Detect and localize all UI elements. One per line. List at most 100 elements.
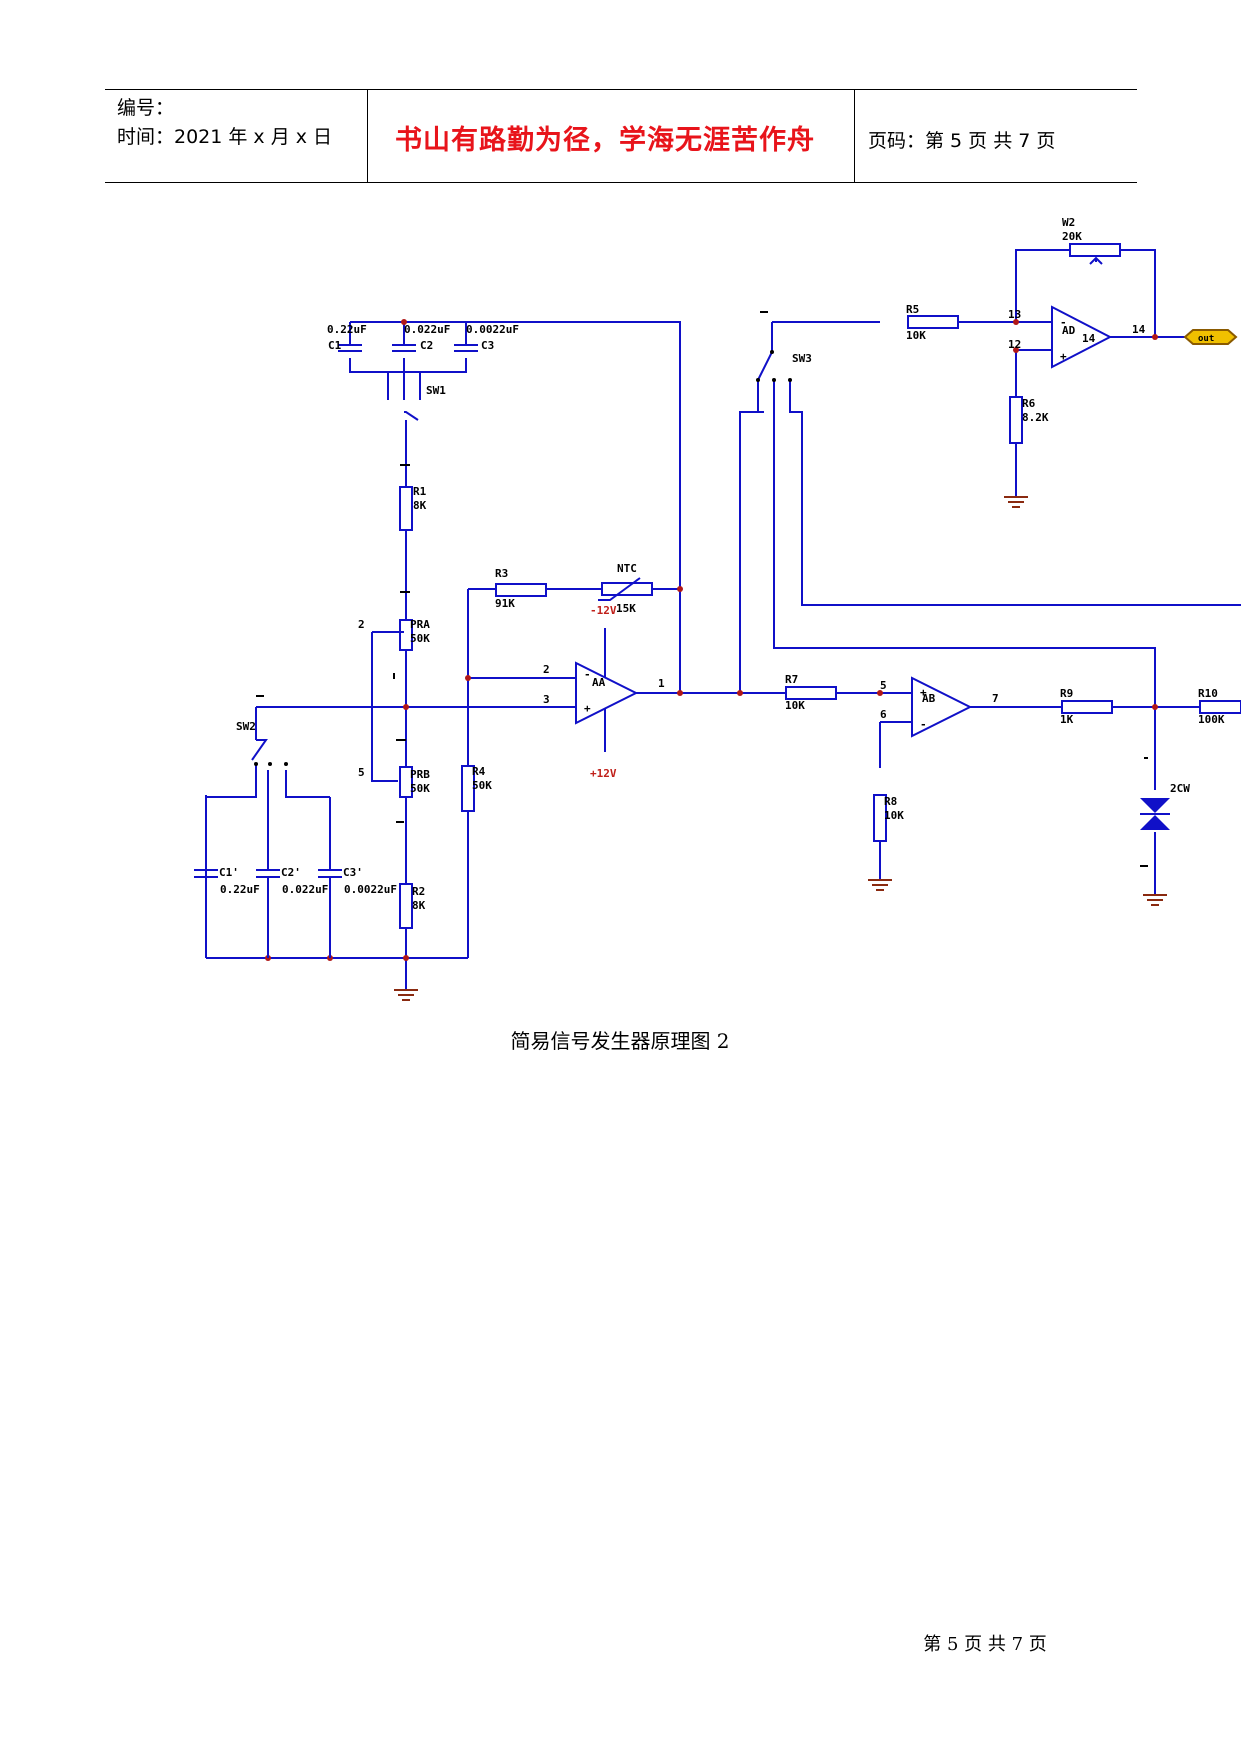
c2-name: C2 [420,339,433,352]
sw1-label: SW1 [426,384,446,397]
resistor-r4: R4 50K [461,765,492,812]
svg-text:2CW: 2CW [1170,782,1190,795]
svg-text:R10: R10 [1198,687,1218,700]
c2-value: 0.022uF [404,323,450,336]
svg-text:+12V: +12V [590,767,617,780]
header-top-rule [105,89,1137,90]
svg-text:R7: R7 [785,673,798,686]
svg-text:1: 1 [658,677,665,690]
svg-text:PRB: PRB [410,768,430,781]
resistor-r5: R5 10K [906,303,959,342]
svg-text:3: 3 [543,693,550,706]
c3-value: 0.0022uF [466,323,519,336]
page-number-label: 页码：第 5 页 共 7 页 [868,130,1056,152]
svg-text:10K: 10K [884,809,904,822]
svg-text:+: + [584,702,591,715]
zener-diode-2cw: 2CW [1140,782,1190,830]
svg-text:R8: R8 [884,795,897,808]
potentiometer-w2: W2 20K [1062,216,1121,265]
svg-text:100K: 100K [1198,713,1225,726]
svg-text:14: 14 [1132,323,1146,336]
output-terminal: out [1183,329,1238,345]
svg-text:13: 13 [1008,308,1021,321]
switch-sw3: SW3 [756,350,812,382]
svg-text:-: - [920,718,927,731]
potentiometer-prb: PRB 50K 5 [358,766,430,798]
svg-text:10K: 10K [785,699,805,712]
svg-text:R2: R2 [412,885,425,898]
capacitor-bank-bottom: C1' 0.22uF C2' 0.022uF C3' 0.0022uF [194,866,397,958]
svg-text:91K: 91K [495,597,515,610]
svg-text:0.0022uF: 0.0022uF [344,883,397,896]
resistor-r1: R1 8K [399,485,427,531]
svg-text:-12V: -12V [590,604,617,617]
svg-text:50K: 50K [410,782,430,795]
svg-text:8K: 8K [413,499,427,512]
svg-text:C1': C1' [219,866,239,879]
svg-text:-: - [584,668,591,681]
svg-text:6: 6 [880,708,887,721]
svg-text:5: 5 [358,766,365,779]
resistor-r7: R7 10K [785,673,837,712]
svg-text:0.022uF: 0.022uF [282,883,328,896]
c1-value: 0.22uF [327,323,367,336]
svg-text:AB: AB [922,692,936,705]
svg-text:R1: R1 [413,485,427,498]
opamp-aa: AA - + 2 3 1 -12V +12V [543,604,665,780]
svg-text:1K: 1K [1060,713,1074,726]
svg-text:20K: 20K [1062,230,1082,243]
header-divider-right [854,90,855,182]
resistor-r10: R10 100K [1198,687,1241,726]
resistor-r3: R3 91K [495,567,547,610]
svg-text:2: 2 [358,618,365,631]
svg-text:SW3: SW3 [792,352,812,365]
header-motto: 书山有路勤为径，学海无涯苦作舟 [395,125,815,156]
svg-text:15K: 15K [616,602,636,615]
svg-text:out: out [1198,334,1214,344]
svg-text:C3': C3' [343,866,363,879]
potentiometer-pra: PRA 50K 2 [358,618,430,651]
header-divider-left [367,90,368,182]
c3-name: C3 [481,339,494,352]
svg-text:SW2: SW2 [236,720,256,733]
svg-text:-: - [1060,316,1067,329]
svg-text:C2': C2' [281,866,301,879]
svg-text:2: 2 [543,663,550,676]
capacitor-bank-top: 0.22uF C1 0.022uF C2 0.0022uF C3 SW1 [327,323,519,397]
ground-symbols [394,496,1167,1001]
svg-text:R9: R9 [1060,687,1073,700]
resistor-r8: R8 10K [873,794,904,842]
thermistor-ntc: NTC 15K [598,562,653,615]
opamp-ad: AD - + 14 13 12 14 [1008,305,1146,369]
svg-text:12: 12 [1008,338,1021,351]
svg-text:AA: AA [592,676,606,689]
svg-text:R3: R3 [495,567,508,580]
svg-text:PRA: PRA [410,618,430,631]
c1-name: C1 [328,339,342,352]
svg-text:50K: 50K [472,779,492,792]
doc-number-label: 编号： [117,97,175,119]
opamp-ab: AB + - 5 6 7 [880,676,999,738]
svg-text:R6: R6 [1022,397,1036,410]
svg-text:8.2K: 8.2K [1022,411,1049,424]
resistor-r9: R9 1K [1060,687,1113,726]
svg-text:W2: W2 [1062,216,1075,229]
pin-markers [256,311,1148,867]
svg-text:R5: R5 [906,303,919,316]
svg-text:5: 5 [880,679,887,692]
resistor-r2: R2 8K [399,883,426,929]
svg-text:+: + [1060,350,1067,363]
svg-text:50K: 50K [410,632,430,645]
svg-text:+: + [920,686,927,699]
page-footer: 第 5 页 共 7 页 [923,1634,1047,1655]
svg-text:10K: 10K [906,329,926,342]
time-label: 时间：2021 年 x 月 x 日 [117,126,333,148]
resistor-r6: R6 8.2K [1009,396,1049,444]
svg-text:7: 7 [992,692,999,705]
svg-text:R4: R4 [472,765,486,778]
header-bottom-rule [105,182,1137,183]
diagram-caption: 简易信号发生器原理图 2 [510,1029,730,1053]
svg-text:0.22uF: 0.22uF [220,883,260,896]
svg-text:NTC: NTC [617,562,637,575]
